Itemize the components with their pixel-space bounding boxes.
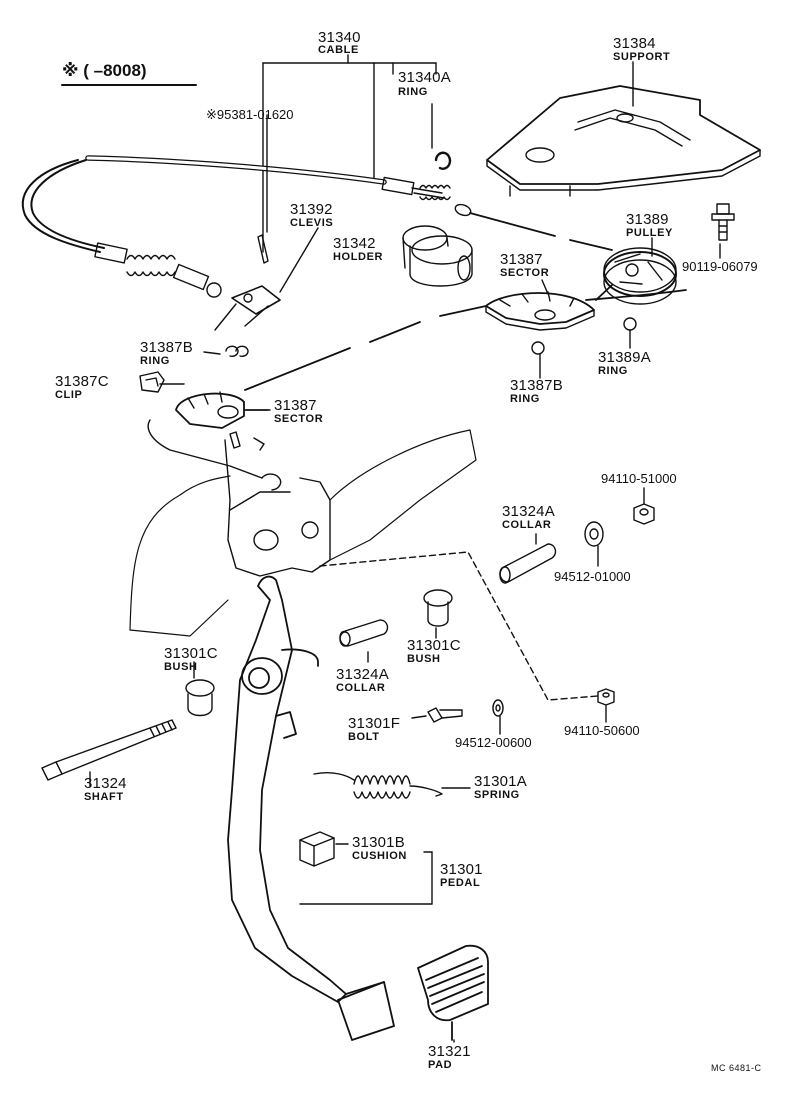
- holder-drawing: [402, 225, 473, 287]
- ring-31387b-right-number: 31387B: [510, 377, 563, 394]
- clevis-number: 31392: [290, 201, 333, 218]
- support-plate-drawing: [486, 61, 761, 197]
- support-number: 31384: [613, 35, 656, 52]
- bolt-90119-number: 90119-06079: [682, 259, 758, 274]
- cushion-number: 31301B: [352, 834, 405, 851]
- bush-right-drawing: [423, 589, 453, 639]
- bolt-31301f-name: BOLT: [348, 731, 380, 743]
- clip-31387c-number: 31387C: [55, 373, 109, 390]
- ring-31387b-left-number: 31387B: [140, 339, 193, 356]
- bolt-31301f-number: 31301F: [348, 715, 401, 732]
- shaft-drawing: [41, 719, 177, 787]
- clip-note-number: ※95381-01620: [206, 107, 294, 122]
- cable-run-lines: [244, 289, 687, 391]
- nut-94110-51000-drawing: [633, 487, 655, 525]
- washer-94512-01000-number: 94512-01000: [554, 569, 631, 584]
- support-name: SUPPORT: [613, 51, 671, 63]
- nut-94110-50600-drawing: [597, 688, 615, 723]
- clevis-pin-drawing: [257, 114, 269, 264]
- pulley-drawing: [603, 237, 677, 305]
- bush-left-name: BUSH: [164, 661, 198, 673]
- header-note: ※ ( –8008): [62, 61, 147, 80]
- ring-31387b-right-name: RING: [510, 393, 540, 405]
- collar-right-name: COLLAR: [502, 519, 552, 531]
- bush-right-name: BUSH: [407, 653, 441, 665]
- misc-leader-lines: [159, 243, 721, 1043]
- figure-code: MC 6481-C: [711, 1063, 762, 1073]
- washer-94512-01000-drawing: [584, 521, 604, 567]
- holder-name: HOLDER: [333, 251, 384, 263]
- cushion-drawing: [299, 831, 349, 867]
- spring-drawing: [313, 771, 471, 799]
- cushion-name: CUSHION: [352, 850, 407, 862]
- ring-31340a-number: 31340A: [398, 69, 451, 86]
- clip-31387c-name: CLIP: [55, 389, 83, 401]
- clevis-name: CLEVIS: [290, 217, 334, 229]
- cable-upper-end-fitting: [381, 176, 613, 251]
- ring-31389a-number: 31389A: [598, 349, 651, 366]
- holder-number: 31342: [333, 235, 376, 252]
- collar-center-number: 31324A: [336, 666, 389, 683]
- bush-left-drawing: [185, 661, 215, 717]
- bolt-90119-drawing: [711, 203, 735, 241]
- sector-upper-number: 31387: [500, 251, 543, 268]
- shaft-name: SHAFT: [84, 791, 124, 803]
- shaft-number: 31324: [84, 775, 127, 792]
- ring-31340a-name: RING: [398, 86, 428, 98]
- washer-94512-00600-number: 94512-00600: [455, 735, 532, 750]
- collar-right-drawing: [499, 533, 557, 584]
- sector-upper-drawing: [485, 284, 637, 355]
- bolt-31301f-drawing: [411, 707, 463, 723]
- pedal-foot-drawing: [337, 981, 395, 1041]
- pedal-name: PEDAL: [440, 877, 481, 889]
- nut-94110-50600-number: 94110-50600: [564, 723, 640, 738]
- sector-lower-name: SECTOR: [274, 413, 324, 425]
- cable-number: 31340: [318, 29, 361, 46]
- washer-94512-00600-drawing: [492, 699, 504, 735]
- spring-number: 31301A: [474, 773, 527, 790]
- ring-31389a-name: RING: [598, 365, 628, 377]
- bracket-mount-outline: [129, 429, 477, 637]
- sector-lower-number: 31387: [274, 397, 317, 414]
- pad-drawing: [417, 944, 489, 1041]
- pulley-name: PULLEY: [626, 227, 673, 239]
- ring-31387b-left-name: RING: [140, 355, 170, 367]
- bush-right-number: 31301C: [407, 637, 461, 654]
- pad-number: 31321: [428, 1043, 471, 1060]
- pulley-number: 31389: [626, 211, 669, 228]
- clevis-drawing: [214, 227, 319, 331]
- cable-lower-end-fitting: [94, 242, 222, 298]
- cable-name: CABLE: [318, 44, 359, 56]
- collar-center-name: COLLAR: [336, 682, 386, 694]
- pedal-arm-drawing: [227, 575, 347, 1003]
- sector-lower-drawing: [147, 391, 269, 479]
- cable-leader-lines: [262, 54, 437, 253]
- sector-upper-name: SECTOR: [500, 267, 550, 279]
- clip-31387c-drawing: [139, 371, 165, 393]
- dashed-attachment-lines: [319, 551, 599, 701]
- ring-31387b-left-drawing: [203, 345, 249, 357]
- ring-31340a-drawing: [431, 103, 452, 170]
- cable-outer-sheath: [22, 155, 387, 253]
- pedal-bracket-drawing: [224, 431, 331, 577]
- spring-name: SPRING: [474, 789, 520, 801]
- bush-left-number: 31301C: [164, 645, 218, 662]
- collar-right-number: 31324A: [502, 503, 555, 520]
- collar-center-drawing: [339, 619, 389, 663]
- pad-name: PAD: [428, 1059, 453, 1071]
- pedal-number: 31301: [440, 861, 483, 878]
- nut-94110-51000-number: 94110-51000: [601, 471, 677, 486]
- pedal-bracket-leader: [299, 851, 433, 905]
